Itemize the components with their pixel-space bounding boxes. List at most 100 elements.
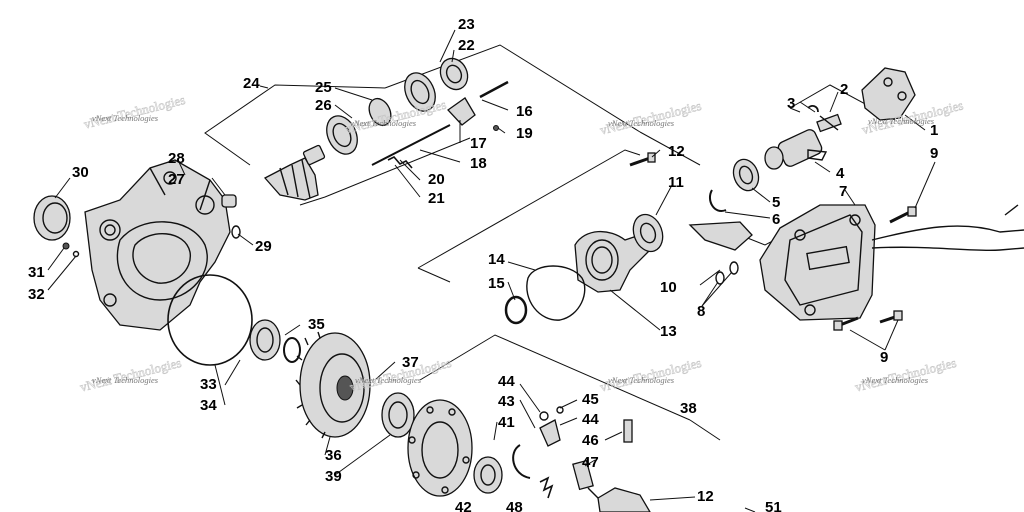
bolt-12-upper [629, 152, 656, 167]
actuator-motor-7 [759, 204, 1024, 321]
callout-37: 37 [402, 354, 419, 371]
callout-20: 20 [428, 171, 445, 188]
callout-13: 13 [660, 323, 677, 340]
callout-25: 25 [315, 79, 332, 96]
callout-47: 47 [582, 454, 599, 471]
callout-23: 23 [458, 16, 475, 33]
watermark-text: vNext Technologies [350, 118, 417, 128]
gasket-33-34 [167, 274, 253, 366]
watermark-text: vNext Technologies [82, 92, 186, 132]
o-ring-15 [504, 295, 528, 325]
callout-15: 15 [488, 275, 505, 292]
shaft-actuator-4 [764, 129, 828, 170]
callout-6: 6 [772, 211, 780, 228]
callout-9-lower: 9 [880, 349, 888, 366]
watermark-text: vNext Technologies [343, 97, 447, 137]
group-bracket-24 [204, 44, 641, 206]
callout-44-right: 44 [582, 411, 599, 428]
watermark-text: vNext Technologies [92, 113, 159, 123]
spacer-25 [368, 97, 392, 127]
bearing-23-22 [404, 57, 469, 112]
callout-35: 35 [308, 316, 325, 333]
callout-12-upper: 12 [668, 143, 685, 160]
watermark-text: vNext Technologies [92, 375, 159, 385]
bearing-11 [632, 213, 664, 253]
callout-42: 42 [455, 499, 472, 512]
callout-24: 24 [243, 75, 260, 92]
callout-3: 3 [787, 95, 795, 112]
bracket-51 [597, 487, 651, 512]
seal-42 [473, 456, 503, 494]
coupler-3 [807, 105, 842, 133]
gasket-14 [526, 265, 586, 321]
callout-51: 51 [765, 499, 782, 512]
bushing-27-29 [221, 194, 241, 239]
pinion-gear [263, 144, 326, 201]
watermark-text: vNext Technologies [868, 116, 935, 126]
callout-14: 14 [488, 251, 505, 268]
callout-30: 30 [72, 164, 89, 181]
fitting-46-47 [572, 419, 633, 501]
callout-36: 36 [325, 447, 342, 464]
bracket-10 [688, 221, 753, 251]
callout-22: 22 [458, 37, 475, 54]
callout-18: 18 [470, 155, 487, 172]
gear-case-housing [84, 159, 231, 331]
bearing-35 [249, 319, 301, 363]
callout-11: 11 [668, 174, 684, 191]
callout-27: 27 [168, 171, 185, 188]
o-rings-8 [715, 261, 739, 285]
callout-7: 7 [839, 183, 847, 200]
bolts-9 [833, 206, 917, 331]
callout-41: 41 [498, 414, 515, 431]
callout-5: 5 [772, 194, 780, 211]
callout-10: 10 [660, 279, 677, 296]
bearing-26 [326, 115, 358, 155]
group-bracket-14 [417, 131, 701, 283]
callout-19: 19 [516, 125, 533, 142]
callout-8: 8 [697, 303, 705, 320]
callout-48: 48 [506, 499, 523, 512]
seal-5-snapring-6 [708, 158, 760, 212]
callout-33: 33 [200, 376, 217, 393]
group-bracket-38 [419, 334, 721, 441]
bearing-37-39 [381, 392, 415, 438]
callout-9-upper: 9 [930, 145, 938, 162]
callout-34: 34 [200, 397, 217, 414]
cover-plate-40 [407, 399, 473, 497]
shift-fork-rod [371, 80, 509, 169]
watermark-text: vNext Technologies [862, 375, 929, 385]
watermark-text: vNext Technologies [608, 375, 675, 385]
plug-31-32 [62, 242, 80, 258]
callout-46: 46 [582, 432, 599, 449]
callout-39: 39 [325, 468, 342, 485]
callout-28: 28 [168, 150, 185, 167]
callout-16: 16 [516, 103, 533, 120]
bracket-1 [861, 67, 916, 121]
callout-29: 29 [255, 238, 272, 255]
lever-43-45 [539, 406, 564, 447]
callout-1: 1 [930, 122, 938, 139]
leader-lines [47, 29, 936, 512]
snap-ring-41 [512, 444, 531, 479]
callout-26: 26 [315, 97, 332, 114]
callout-labels: 1 2 3 4 5 6 7 8 9 9 10 11 12 12 13 14 15… [28, 16, 938, 512]
callout-12-lower: 12 [697, 488, 714, 505]
callout-2: 2 [840, 81, 848, 98]
seal-30 [33, 195, 71, 241]
spring-48 [539, 476, 554, 499]
watermark-text: vNext Technologies [608, 118, 675, 128]
callout-38: 38 [680, 400, 697, 417]
callout-44-left: 44 [498, 373, 515, 390]
callout-32: 32 [28, 286, 45, 303]
callout-4: 4 [836, 165, 845, 182]
ring-gear-36 [295, 331, 371, 439]
callout-43: 43 [498, 393, 515, 410]
callout-17: 17 [470, 135, 487, 152]
callout-31: 31 [28, 264, 45, 281]
bearing-housing-13 [574, 230, 651, 293]
callout-45: 45 [582, 391, 599, 408]
watermark-text: vNext Technologies [355, 375, 422, 385]
callout-21: 21 [428, 190, 445, 207]
